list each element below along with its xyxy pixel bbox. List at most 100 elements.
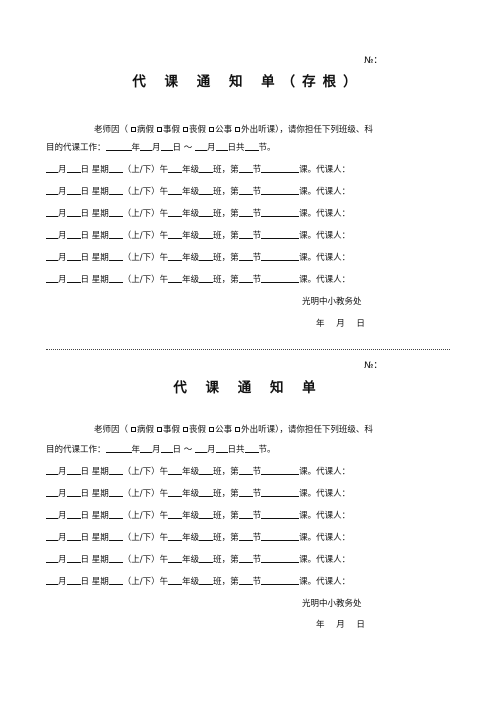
- blank-field[interactable]: [215, 443, 228, 453]
- blank-field[interactable]: [66, 465, 81, 475]
- checkbox-icon[interactable]: [183, 126, 189, 132]
- blank-field[interactable]: [108, 531, 123, 541]
- blank-field[interactable]: [46, 163, 58, 173]
- blank-field[interactable]: [108, 553, 123, 563]
- blank-field[interactable]: [108, 185, 123, 195]
- blank-field[interactable]: [261, 251, 300, 261]
- blank-field[interactable]: [46, 229, 58, 239]
- blank-field[interactable]: [261, 207, 300, 217]
- blank-field[interactable]: [168, 207, 183, 217]
- blank-field[interactable]: [66, 163, 81, 173]
- blank-field[interactable]: [46, 465, 58, 475]
- blank-field[interactable]: [238, 487, 253, 497]
- blank-field[interactable]: [105, 141, 132, 151]
- checkbox-icon[interactable]: [209, 426, 215, 432]
- checkbox-icon[interactable]: [183, 426, 189, 432]
- blank-field[interactable]: [199, 185, 214, 195]
- blank-field[interactable]: [168, 487, 183, 497]
- blank-field[interactable]: [108, 163, 123, 173]
- blank-field[interactable]: [66, 251, 81, 261]
- blank-field[interactable]: [168, 163, 183, 173]
- blank-field[interactable]: [238, 229, 253, 239]
- blank-field[interactable]: [108, 229, 123, 239]
- blank-field[interactable]: [46, 207, 58, 217]
- blank-field[interactable]: [194, 443, 207, 453]
- blank-field[interactable]: [199, 273, 214, 283]
- blank-field[interactable]: [66, 207, 81, 217]
- blank-field[interactable]: [168, 273, 183, 283]
- blank-field[interactable]: [238, 465, 253, 475]
- blank-field[interactable]: [46, 251, 58, 261]
- blank-field[interactable]: [238, 553, 253, 563]
- blank-field[interactable]: [168, 229, 183, 239]
- checkbox-icon[interactable]: [131, 426, 137, 432]
- blank-field[interactable]: [46, 273, 58, 283]
- blank-field[interactable]: [261, 487, 300, 497]
- blank-field[interactable]: [238, 575, 253, 585]
- blank-field[interactable]: [108, 273, 123, 283]
- blank-field[interactable]: [46, 553, 58, 563]
- blank-field[interactable]: [105, 443, 132, 453]
- blank-field[interactable]: [140, 141, 153, 151]
- blank-field[interactable]: [66, 531, 81, 541]
- blank-field[interactable]: [261, 531, 300, 541]
- blank-field[interactable]: [244, 141, 259, 151]
- blank-field[interactable]: [168, 185, 183, 195]
- blank-field[interactable]: [168, 531, 183, 541]
- blank-field[interactable]: [261, 465, 300, 475]
- blank-field[interactable]: [46, 575, 58, 585]
- blank-field[interactable]: [46, 185, 58, 195]
- blank-field[interactable]: [66, 185, 81, 195]
- blank-field[interactable]: [108, 487, 123, 497]
- blank-field[interactable]: [140, 443, 153, 453]
- blank-field[interactable]: [199, 207, 214, 217]
- blank-field[interactable]: [66, 509, 81, 519]
- blank-field[interactable]: [238, 185, 253, 195]
- blank-field[interactable]: [66, 487, 81, 497]
- blank-field[interactable]: [261, 273, 300, 283]
- blank-field[interactable]: [261, 509, 300, 519]
- blank-field[interactable]: [108, 465, 123, 475]
- blank-field[interactable]: [238, 273, 253, 283]
- blank-field[interactable]: [244, 443, 259, 453]
- blank-field[interactable]: [160, 443, 173, 453]
- blank-field[interactable]: [199, 531, 214, 541]
- blank-field[interactable]: [261, 163, 300, 173]
- blank-field[interactable]: [66, 273, 81, 283]
- blank-field[interactable]: [238, 251, 253, 261]
- checkbox-icon[interactable]: [209, 126, 215, 132]
- blank-field[interactable]: [261, 553, 300, 563]
- blank-field[interactable]: [261, 575, 300, 585]
- blank-field[interactable]: [199, 509, 214, 519]
- blank-field[interactable]: [261, 185, 300, 195]
- blank-field[interactable]: [215, 141, 228, 151]
- blank-field[interactable]: [199, 251, 214, 261]
- blank-field[interactable]: [199, 465, 214, 475]
- blank-field[interactable]: [261, 229, 300, 239]
- blank-field[interactable]: [168, 465, 183, 475]
- blank-field[interactable]: [168, 251, 183, 261]
- blank-field[interactable]: [238, 207, 253, 217]
- blank-field[interactable]: [168, 553, 183, 563]
- blank-field[interactable]: [199, 575, 214, 585]
- blank-field[interactable]: [199, 163, 214, 173]
- blank-field[interactable]: [108, 251, 123, 261]
- checkbox-icon[interactable]: [235, 126, 241, 132]
- blank-field[interactable]: [108, 575, 123, 585]
- blank-field[interactable]: [199, 229, 214, 239]
- blank-field[interactable]: [160, 141, 173, 151]
- checkbox-icon[interactable]: [131, 126, 137, 132]
- blank-field[interactable]: [194, 141, 207, 151]
- checkbox-icon[interactable]: [157, 426, 163, 432]
- checkbox-icon[interactable]: [235, 426, 241, 432]
- blank-field[interactable]: [199, 553, 214, 563]
- blank-field[interactable]: [238, 531, 253, 541]
- checkbox-icon[interactable]: [157, 126, 163, 132]
- blank-field[interactable]: [108, 207, 123, 217]
- blank-field[interactable]: [199, 487, 214, 497]
- blank-field[interactable]: [108, 509, 123, 519]
- blank-field[interactable]: [168, 575, 183, 585]
- blank-field[interactable]: [46, 531, 58, 541]
- blank-field[interactable]: [238, 509, 253, 519]
- blank-field[interactable]: [168, 509, 183, 519]
